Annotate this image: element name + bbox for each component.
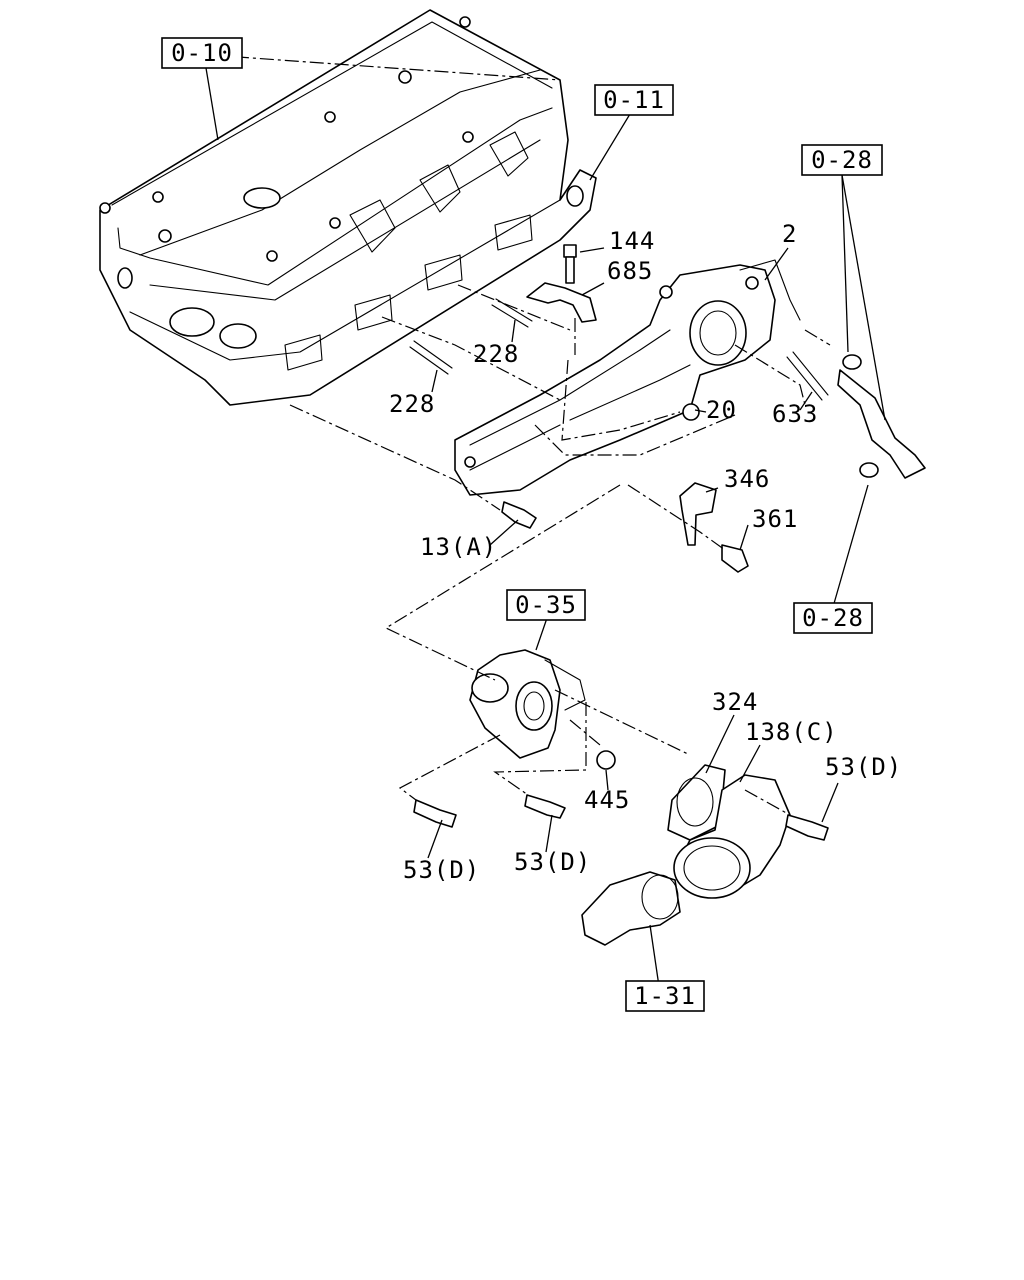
ref-1-31-label: 1-31 — [634, 982, 696, 1010]
callout-144: 144 — [609, 227, 655, 255]
pipe-1-31 — [581, 871, 681, 946]
ref-box-0-11[interactable]: 0-11 — [594, 84, 674, 116]
callout-53d-left: 53(D) — [403, 856, 480, 884]
ref-box-0-28-top[interactable]: 0-28 — [801, 144, 883, 176]
callout-324: 324 — [712, 688, 758, 716]
assembly-lines — [209, 54, 831, 816]
pipe-138c — [673, 774, 791, 899]
callout-346: 346 — [724, 465, 770, 493]
callout-53d-mid: 53(D) — [514, 848, 591, 876]
callout-20: 20 — [706, 396, 737, 424]
leader-lines — [205, 67, 886, 1001]
ref-0-10-label: 0-10 — [171, 39, 233, 67]
callout-53d-right: 53(D) — [825, 753, 902, 781]
ref-box-1-31[interactable]: 1-31 — [625, 980, 705, 1012]
callout-138c: 138(C) — [745, 718, 838, 746]
ref-0-35-label: 0-35 — [515, 591, 577, 619]
ref-box-0-35[interactable]: 0-35 — [506, 589, 586, 621]
bolt-53d-left — [413, 799, 457, 828]
nut-445 — [596, 750, 616, 770]
stud-228-upper — [491, 298, 533, 328]
callout-445: 445 — [584, 786, 630, 814]
ref-box-0-28-bottom[interactable]: 0-28 — [793, 602, 873, 634]
nut-20 — [682, 403, 700, 421]
bolt-53d-mid — [524, 794, 566, 819]
ref-0-28-bottom-label: 0-28 — [802, 604, 864, 632]
callout-228-lower: 228 — [389, 390, 435, 418]
callout-2: 2 — [782, 220, 797, 248]
callout-361: 361 — [752, 505, 798, 533]
egr-valve — [469, 649, 586, 759]
ref-0-11-label: 0-11 — [603, 86, 665, 114]
intake-manifold — [454, 259, 801, 496]
bolt-13a — [501, 501, 537, 529]
bolt-361 — [721, 544, 749, 573]
bolt-53d-right — [785, 814, 829, 841]
clip-346 — [679, 482, 717, 546]
bracket-685 — [526, 282, 597, 323]
stud-633 — [786, 351, 829, 401]
ref-0-28-top-label: 0-28 — [811, 146, 873, 174]
hose-assembly — [837, 354, 926, 479]
callout-685: 685 — [607, 257, 653, 285]
bolt-144 — [563, 244, 577, 284]
callout-13a: 13(A) — [420, 533, 497, 561]
cylinder-head — [99, 9, 597, 406]
ref-box-0-10[interactable]: 0-10 — [161, 37, 243, 69]
callout-228-upper: 228 — [473, 340, 519, 368]
callout-633: 633 — [772, 400, 818, 428]
stud-228-lower — [409, 340, 453, 375]
